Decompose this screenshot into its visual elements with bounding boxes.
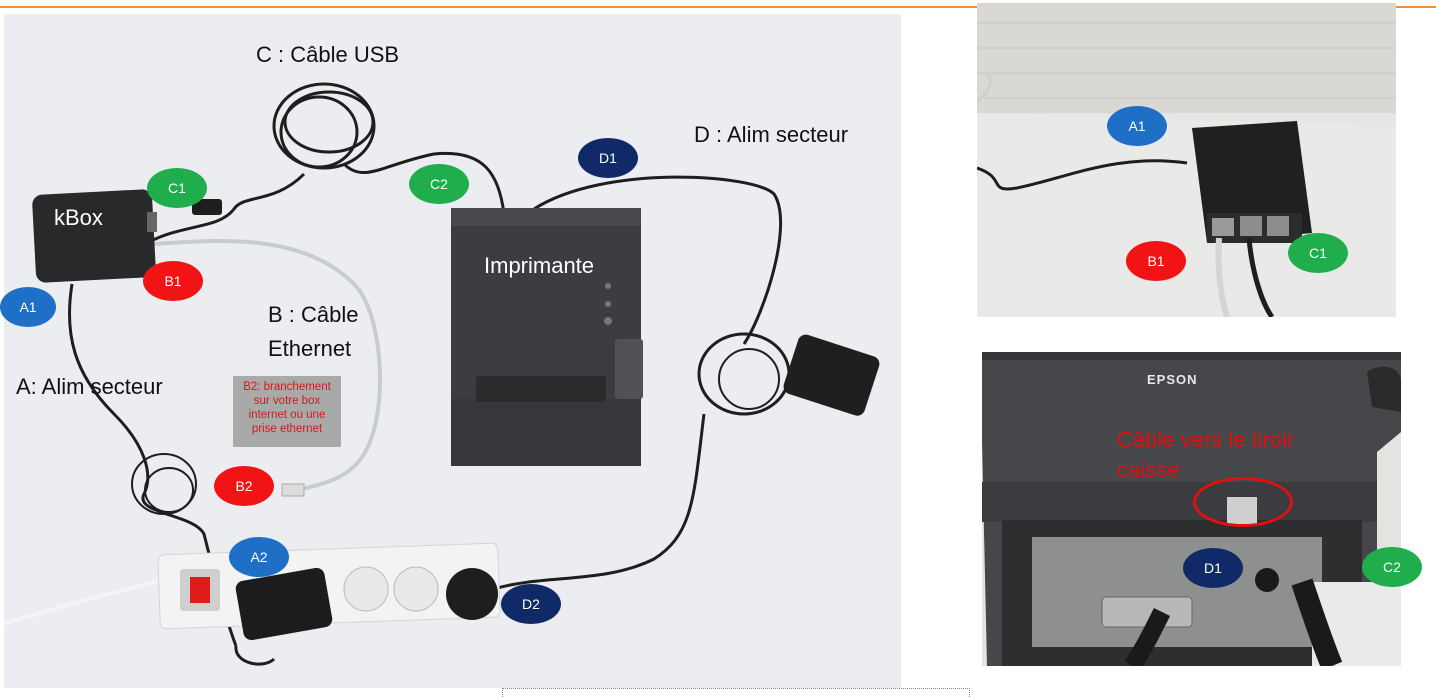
note-line: internet ou une <box>248 409 326 421</box>
kbox-photo-drawing <box>977 3 1396 317</box>
printer-back-photo <box>982 352 1401 666</box>
power-a-label: A: Alim secteur <box>16 374 163 399</box>
badge-a2: A2 <box>229 537 289 577</box>
power-d-label: D : Alim secteur <box>694 122 849 147</box>
usb-cable-label: C : Câble USB <box>256 42 400 67</box>
note-line: prise ethernet <box>251 423 323 435</box>
b2-connection-note: B2: branchement sur votre box internet o… <box>233 376 341 447</box>
badge-d1: D1 <box>578 138 638 178</box>
kbox-badge-b1: B1 <box>1126 241 1186 281</box>
note-line: sur votre box <box>253 395 321 407</box>
printer-photo-drawing <box>982 352 1401 666</box>
badge-b2: B2 <box>214 466 274 506</box>
kbox-badge-c1: C1 <box>1288 233 1348 273</box>
printer-label: Imprimante <box>484 253 595 278</box>
badge-c2: C2 <box>409 164 469 204</box>
main-setup-photo <box>4 14 901 688</box>
ethernet-label-line2: Ethernet <box>268 336 352 361</box>
dotted-frame-edge <box>502 688 970 697</box>
ethernet-label-line1: B : Câble <box>268 302 359 327</box>
drawer-port-highlight <box>1193 477 1293 527</box>
kbox-badge-a1: A1 <box>1107 106 1167 146</box>
main-photo-drawing <box>4 14 901 688</box>
kbox-detail-photo <box>977 3 1396 317</box>
badge-b1: B1 <box>143 261 203 301</box>
top-accent-line <box>0 6 1436 8</box>
badge-c1: C1 <box>147 168 207 208</box>
badge-a1: A1 <box>0 287 56 327</box>
drawer-cable-label: Câble vers le tiroir caisse <box>1117 427 1295 482</box>
printer-brand-label: EPSON <box>1147 372 1198 387</box>
printer-badge-c2: C2 <box>1362 547 1422 587</box>
kbox-label: kBox <box>54 205 103 230</box>
badge-d2: D2 <box>501 584 561 624</box>
printer-badge-d1: D1 <box>1183 548 1243 588</box>
note-line: B2: branchement <box>243 381 331 393</box>
